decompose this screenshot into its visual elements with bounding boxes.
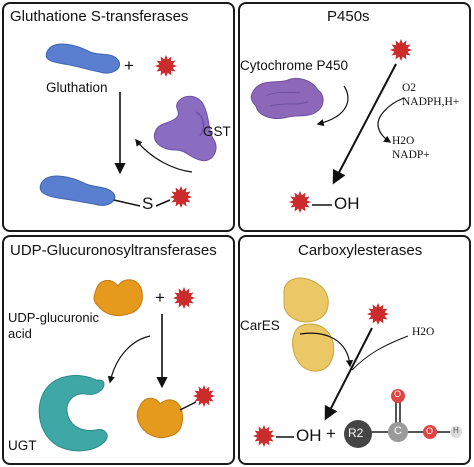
carbon-label: C [394,425,402,437]
p450-panel-title: P450s [327,8,370,25]
cares-product-star [253,425,275,447]
p450-reaction-arrow [332,63,397,185]
cares-plus-sign: + [326,424,336,443]
sulfur-label: S [142,194,154,213]
oxygen-right-label: O [426,426,434,436]
p450-enzyme-shape [250,77,324,119]
udp-glucuronic-label-line1: UDP-glucuronic [8,310,100,325]
udp-glucuronic-label-line2: acid [8,326,32,341]
gst-enzyme-arrow [135,138,193,173]
p450-substrate-star [390,39,412,61]
ugt-panel-title: UDP-Glucuronosyltransferases [10,242,217,259]
gst-product-star [170,186,192,208]
gst-bond-right [155,199,171,207]
r2-label: R2 [348,426,364,440]
xenobiotic-star [155,55,177,77]
nadp-label: NADP+ [392,149,430,161]
cares-enzyme-shape [283,277,335,372]
h2o-out-label: H2O [392,135,415,147]
udp-glucuronic-acid-shape [93,279,143,317]
ugt-substrate-star [173,287,195,309]
ugt-plus-sign: + [155,288,165,307]
gluthation-label: Gluthation [46,80,108,95]
carbon-atom [388,422,408,442]
o2-label: O2 [402,82,417,94]
glutathione-product-shape [39,175,116,206]
hydrogen-label: H [453,426,459,435]
cares-reaction-arrow [324,327,373,421]
gst-enzyme-label: GST [203,124,231,139]
glutathione-shape [45,43,120,74]
ugt-product-star [193,385,215,407]
cytochrome-p450-label: Cytochrome P450 [240,58,349,73]
cares-water-arrow [351,335,409,371]
ugt-product-shape [136,397,183,439]
p450-oh-label: OH [334,194,360,213]
gst-plus-sign: + [124,56,134,75]
oxygen-top-atom [391,389,405,403]
carboxylic-acid-molecule [344,389,462,448]
panel-ugt [2,235,235,465]
p450-cofactor-arrow [377,97,405,143]
gst-panel-title: Gluthatione S-transferases [10,8,189,25]
hydrogen-atom [450,426,462,438]
oxygen-top-label: O [394,389,402,399]
gst-enzyme-shape [154,95,217,162]
p450-enzyme-arrow [316,85,349,127]
oxygen-right-atom [423,425,437,439]
ugt-bond [179,401,197,411]
cares-enzyme-label: CarES [240,318,280,333]
ugt-enzyme-shape [38,375,108,452]
cares-substrate-star [367,303,389,325]
r2-atom [344,420,372,448]
cares-oh-label: OH [296,426,322,445]
cares-enzyme-arrow [299,332,354,368]
ugt-enzyme-arrow [107,335,151,384]
nadph-label: NADPH,H+ [402,96,460,108]
ugt-enzyme-label: UGT [8,438,37,453]
gst-bond-left [113,199,141,207]
cares-panel-title: Carboxylesterases [298,242,423,259]
p450-product-star [289,191,311,213]
cares-h2o-label: H2O [412,326,435,338]
